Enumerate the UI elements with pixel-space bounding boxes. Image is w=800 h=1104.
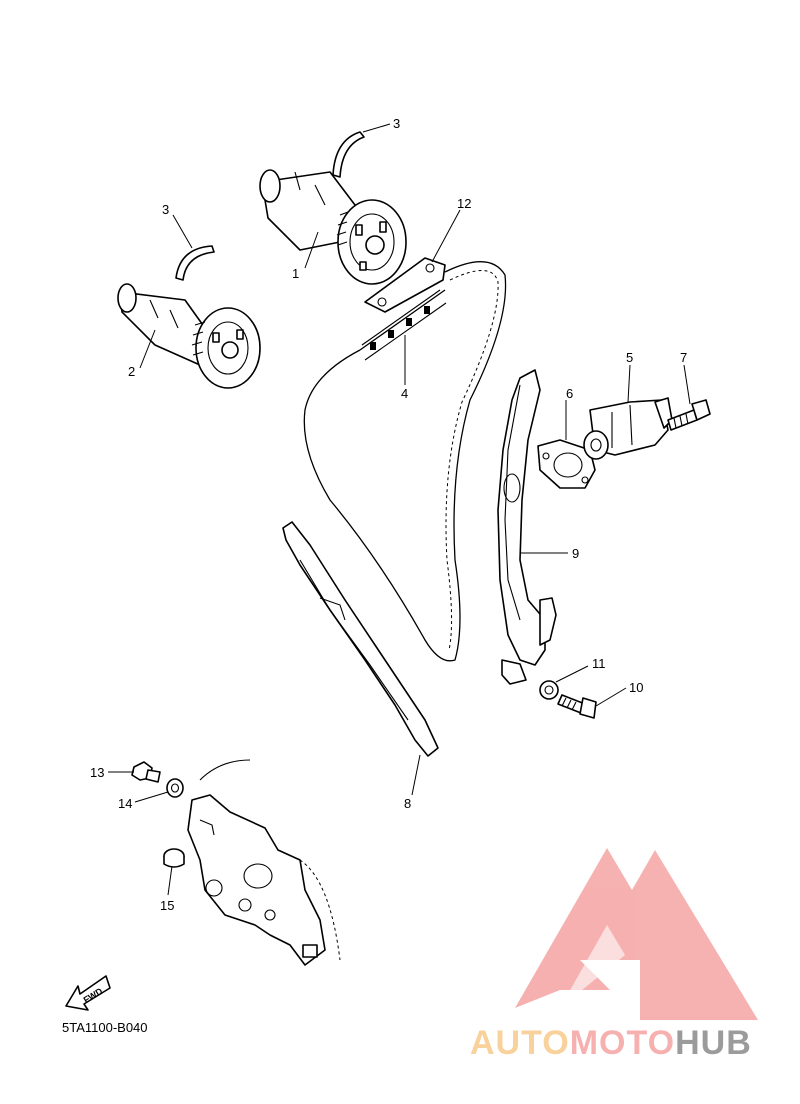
callout-5: 5: [626, 350, 633, 365]
logo-text-hub: HUB: [675, 1024, 752, 1062]
callout-3a: 3: [393, 116, 400, 131]
callout-6: 6: [566, 386, 573, 401]
diagram-code: 5TA1100-B040: [62, 1020, 148, 1035]
cam-chain: [303, 261, 507, 662]
callout-13: 13: [90, 765, 104, 780]
bolt-7: [667, 399, 711, 431]
callout-4: 4: [401, 386, 408, 401]
callout-2: 2: [128, 364, 135, 379]
chain-guide-plate: [364, 257, 446, 313]
callouts: 1 2 3 3 4 5 6 7 8 9 10 11 12 13 14 15: [90, 116, 687, 913]
callout-11: 11: [592, 656, 606, 671]
clip-upper: [332, 131, 365, 178]
washer-14: [166, 778, 184, 798]
bolt-13: [131, 761, 161, 783]
fwd-arrow-icon: FWD: [65, 975, 111, 1011]
callout-1: 1: [292, 266, 299, 281]
leader-lines: [108, 123, 691, 896]
callout-10: 10: [629, 680, 643, 695]
logo-triangle-icon: [515, 848, 758, 1020]
callout-15: 15: [160, 898, 174, 913]
callout-14: 14: [118, 796, 132, 811]
camshaft-lower: [117, 283, 261, 389]
clip-lower: [175, 245, 215, 281]
chain-guide-front: [282, 521, 439, 757]
camshaft-upper: [259, 169, 407, 285]
callout-12: 12: [457, 196, 471, 211]
callout-9: 9: [572, 546, 579, 561]
gasket: [537, 439, 596, 489]
svg-text:AUTOMOTOHUB: AUTOMOTOHUB: [470, 1024, 752, 1062]
chain-tensioner: [583, 397, 673, 460]
callout-3b: 3: [162, 202, 169, 217]
chain-guide-rear: [497, 369, 557, 685]
plug-15: [163, 848, 185, 868]
bolt-10: [557, 694, 597, 719]
logo-text-moto: MOTO: [570, 1024, 675, 1062]
watermark-logo: AUTOMOTOHUB: [470, 848, 758, 1062]
callout-7: 7: [680, 350, 687, 365]
crankcase: [187, 759, 341, 966]
callout-8: 8: [404, 796, 411, 811]
washer-11: [539, 680, 559, 700]
logo-text-auto: AUTO: [470, 1024, 570, 1062]
